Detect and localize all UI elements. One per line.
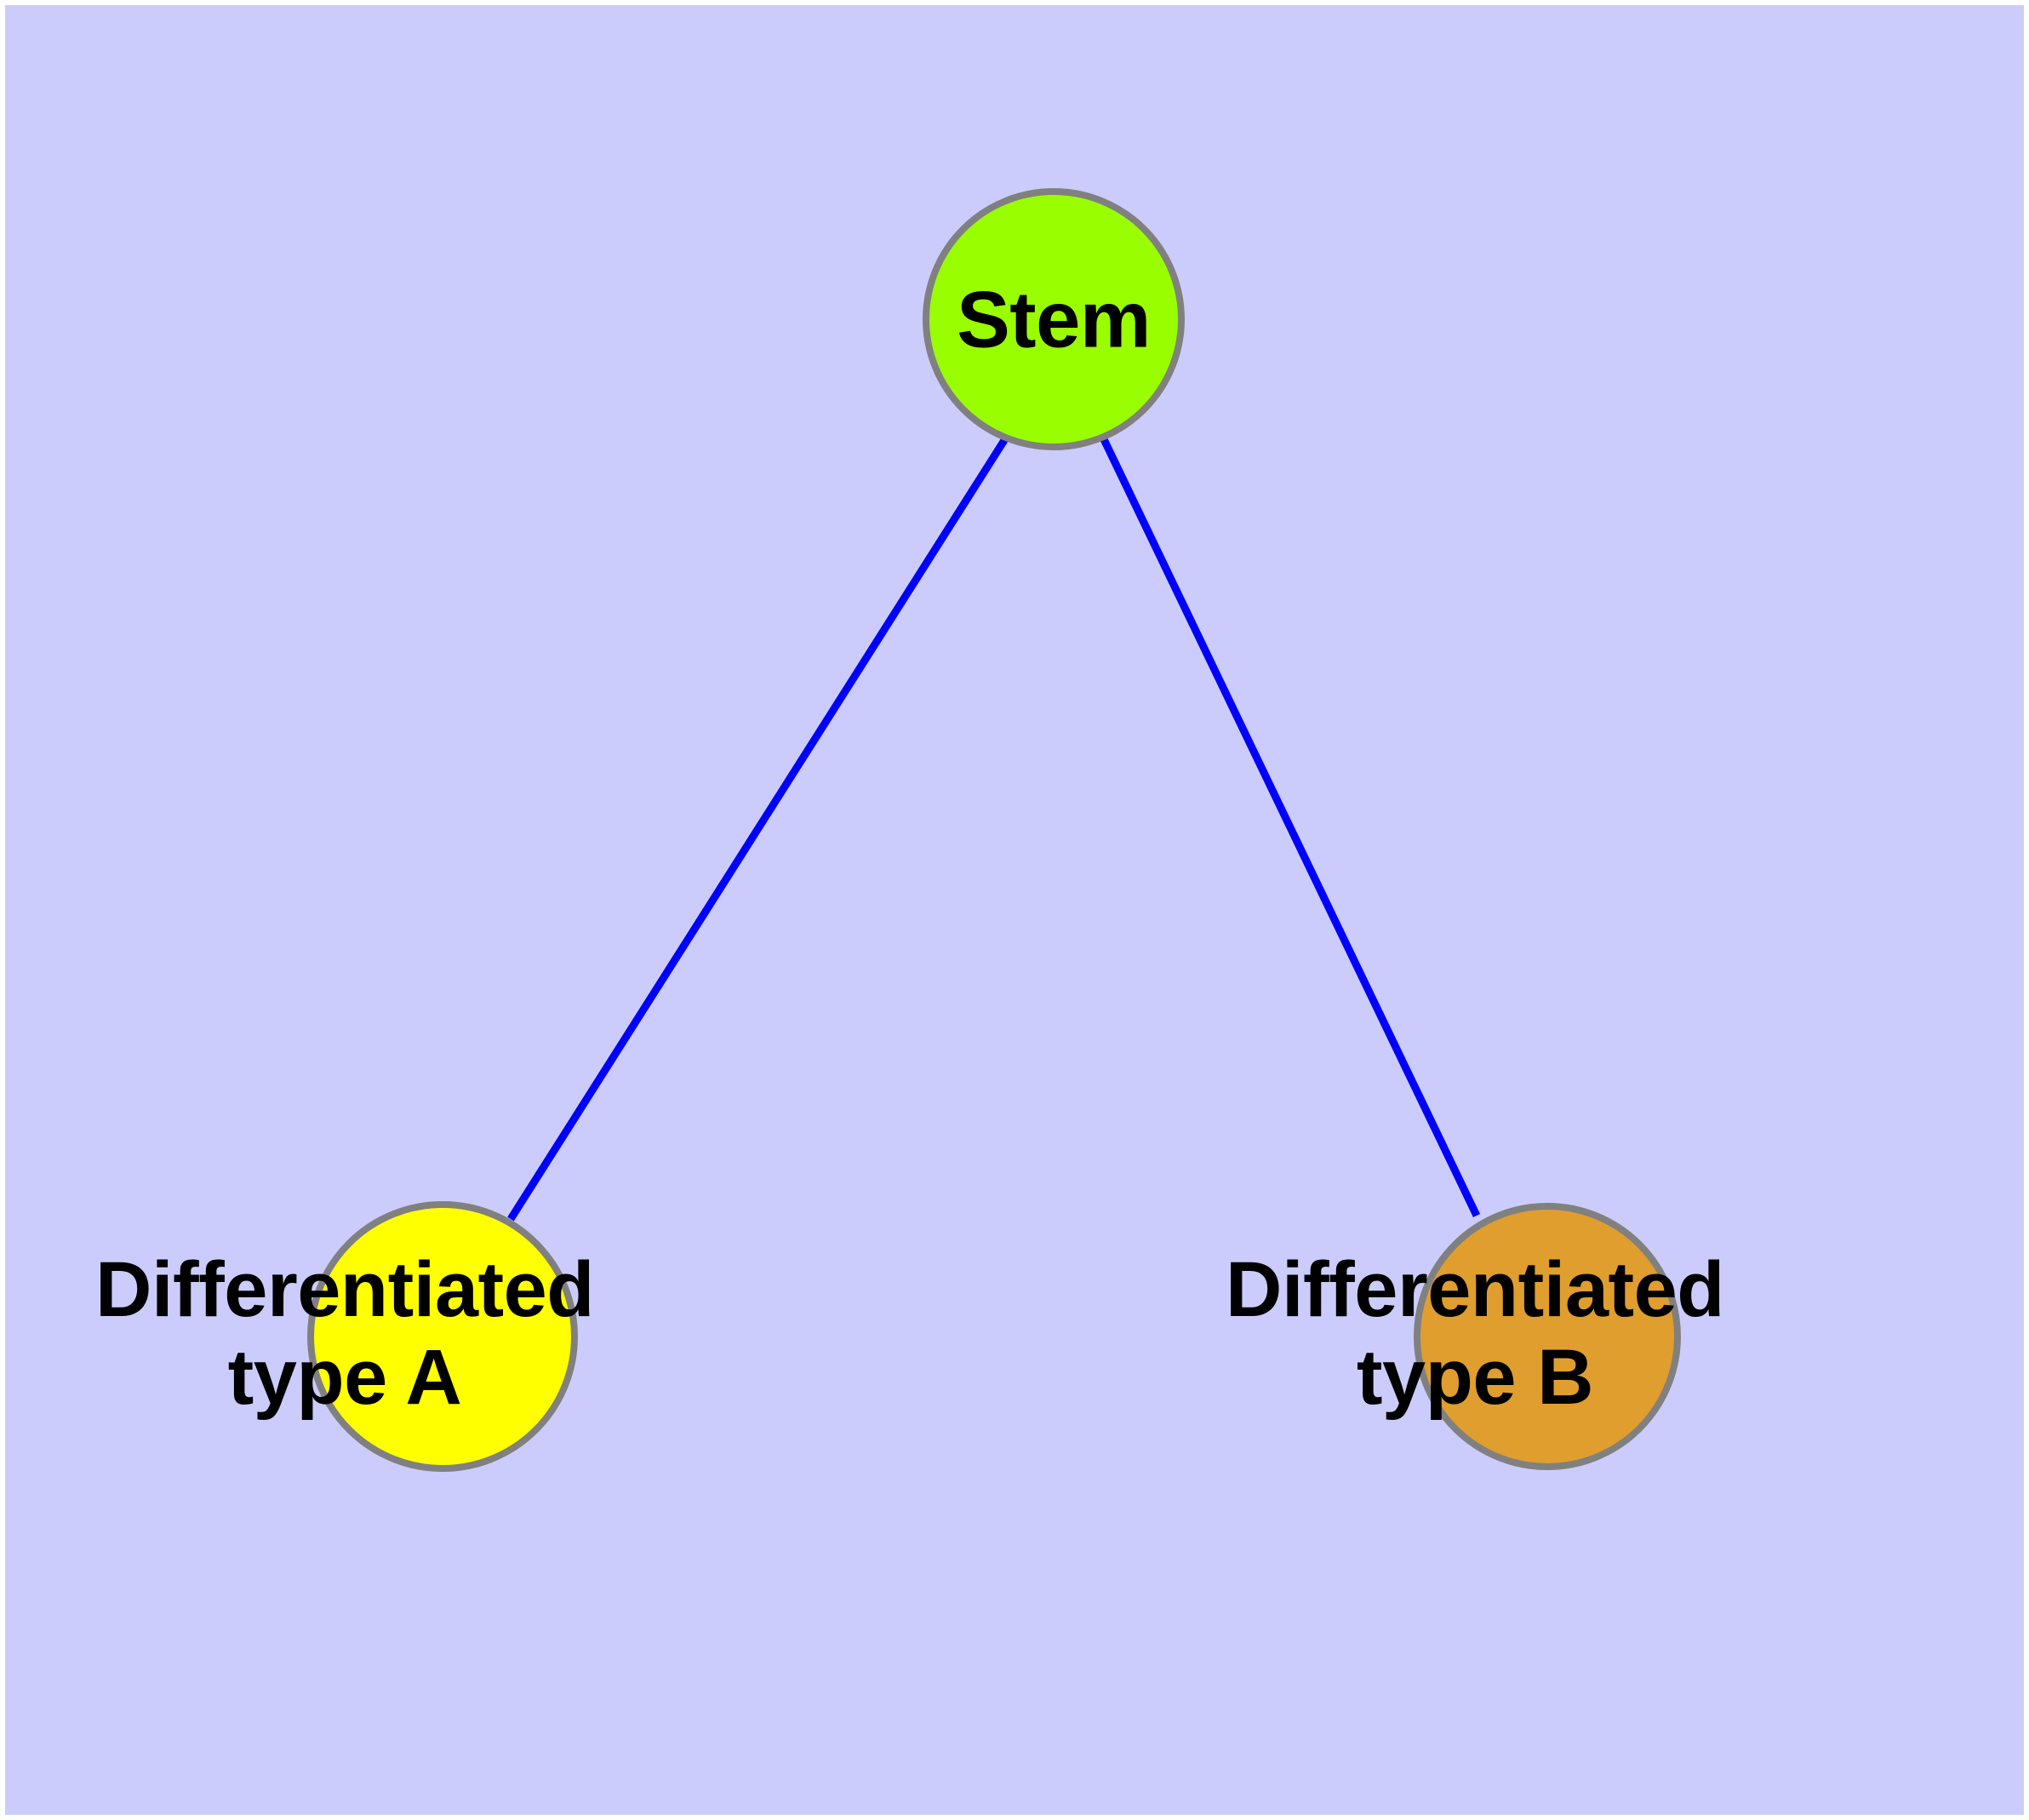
node-stem[interactable] <box>923 188 1185 450</box>
edge-layer <box>507 435 1481 1222</box>
edge-stem-to-diff-a[interactable] <box>507 435 1009 1222</box>
node-diff-a[interactable] <box>307 1201 578 1472</box>
node-diff-b[interactable] <box>1414 1203 1681 1470</box>
edge-stem-to-diff-b[interactable] <box>1099 436 1481 1217</box>
node-layer <box>307 188 1681 1472</box>
